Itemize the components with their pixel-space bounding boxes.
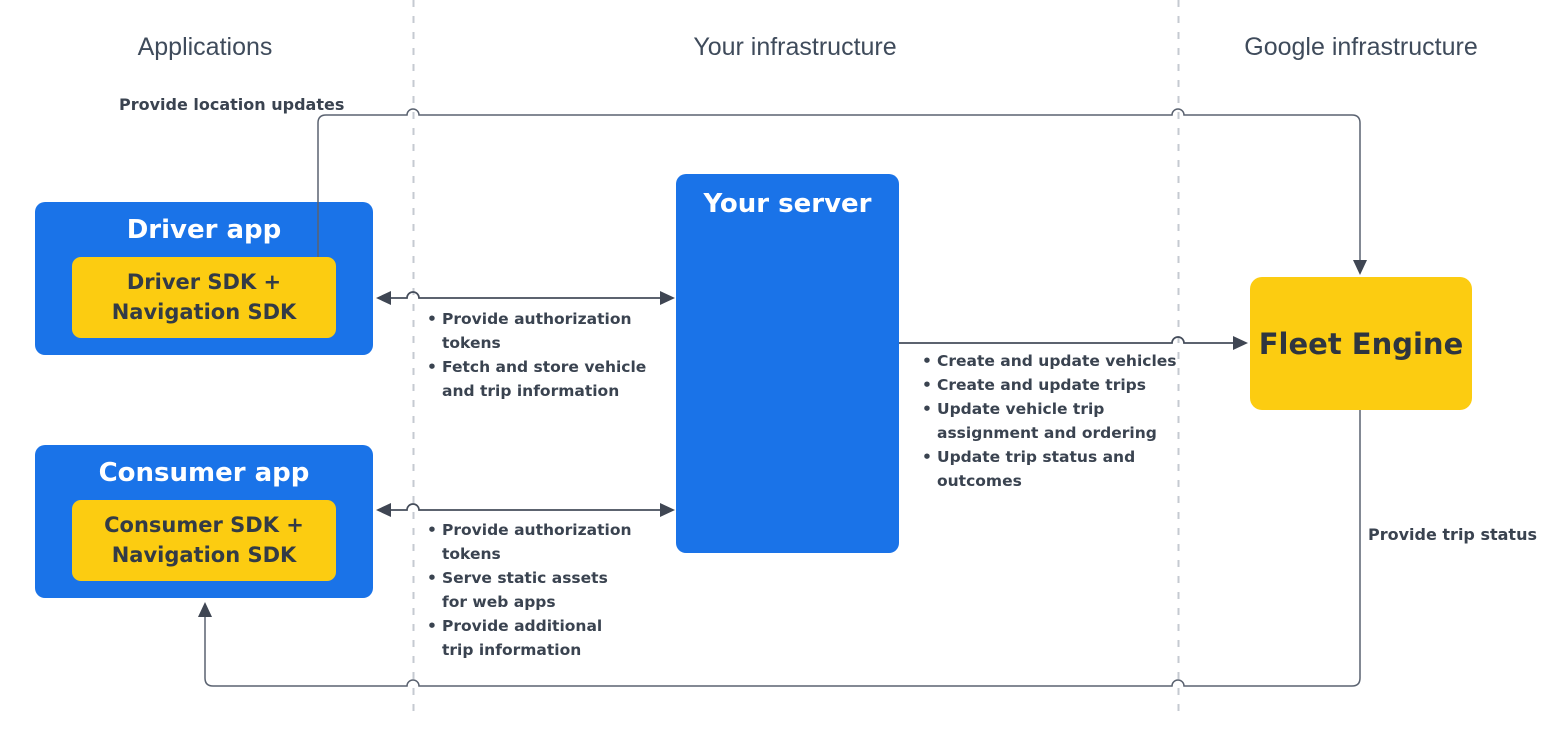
edge-label-provide-location-updates: Provide location updates bbox=[119, 95, 345, 114]
column-header-your-infrastructure: Your infrastructure bbox=[693, 33, 897, 61]
node-consumer-app: Consumer app Consumer SDK + Navigation S… bbox=[35, 445, 373, 598]
driver-server-bullet-list: Provide authorization tokens Fetch and s… bbox=[427, 307, 647, 403]
node-driver-app: Driver app Driver SDK + Navigation SDK bbox=[35, 202, 373, 355]
arrowhead-left-driver-app-icon bbox=[376, 291, 391, 305]
driver-sdk-box: Driver SDK + Navigation SDK bbox=[72, 257, 336, 338]
arrowhead-up-consumer-app-icon bbox=[198, 602, 212, 617]
edge-label-provide-trip-status: Provide trip status bbox=[1368, 525, 1537, 544]
server-fleet-bullet-list: Create and update vehicles Create and up… bbox=[922, 349, 1182, 493]
driver-app-title: Driver app bbox=[126, 215, 282, 245]
list-item: Create and update trips bbox=[922, 373, 1182, 397]
fleet-engine-title: Fleet Engine bbox=[1258, 326, 1464, 361]
consumer-server-bullet-list: Provide authorization tokens Serve stati… bbox=[427, 518, 647, 662]
arrowhead-right-fleet-engine-icon bbox=[1233, 336, 1248, 350]
list-item: Provide additional trip information bbox=[427, 614, 647, 662]
your-server-title: Your server bbox=[703, 189, 872, 219]
list-item: Update trip status and outcomes bbox=[922, 445, 1182, 493]
list-item: Provide authorization tokens bbox=[427, 518, 647, 566]
edge-server-fleet bbox=[899, 336, 1234, 344]
column-header-google-infrastructure: Google infrastructure bbox=[1244, 33, 1478, 61]
node-your-server: Your server bbox=[676, 174, 899, 553]
arrowhead-down-fleet-engine-icon bbox=[1353, 260, 1367, 275]
arrowhead-right-your-server-icon bbox=[660, 503, 675, 517]
arrowhead-right-your-server-icon bbox=[660, 291, 675, 305]
list-item: Create and update vehicles bbox=[922, 349, 1182, 373]
consumer-sdk-box: Consumer SDK + Navigation SDK bbox=[72, 500, 336, 581]
list-item: Provide authorization tokens bbox=[427, 307, 647, 355]
edge-consumer-server bbox=[390, 503, 661, 511]
list-item: Update vehicle trip assignment and order… bbox=[922, 397, 1182, 445]
list-item: Serve static assets for web apps bbox=[427, 566, 647, 614]
node-fleet-engine: Fleet Engine bbox=[1250, 277, 1472, 410]
consumer-app-title: Consumer app bbox=[98, 458, 310, 488]
edge-driver-server bbox=[390, 291, 661, 299]
arrowhead-left-consumer-app-icon bbox=[376, 503, 391, 517]
column-header-applications: Applications bbox=[137, 33, 273, 61]
list-item: Fetch and store vehicle and trip informa… bbox=[427, 355, 647, 403]
